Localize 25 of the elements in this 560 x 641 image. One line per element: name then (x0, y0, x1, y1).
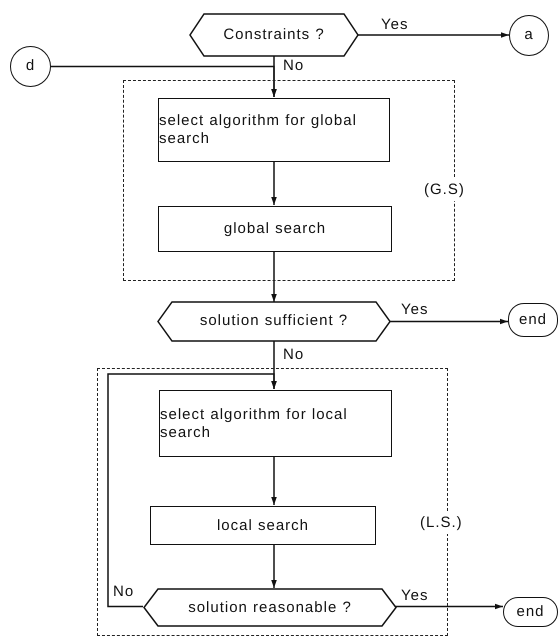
process-box (150, 506, 376, 545)
node-label: end (516, 602, 545, 622)
group-label: (G.S) (424, 179, 465, 201)
arrow (395, 604, 503, 610)
arrow (271, 544, 277, 588)
process-box (159, 390, 392, 457)
node-label: solution sufficient ? (200, 311, 348, 332)
node-label: Constraints ? (223, 24, 325, 45)
arrow (390, 318, 508, 324)
connector-circle (509, 15, 549, 56)
connector-circle (10, 46, 51, 87)
group-label: (L.S.) (420, 512, 463, 534)
arrow (358, 32, 509, 38)
node-label: end (518, 310, 548, 330)
arrow (51, 66, 277, 97)
arrow (271, 161, 277, 205)
terminal-box (508, 303, 558, 337)
arrow (107, 373, 277, 608)
arrow (271, 251, 277, 302)
arrow (271, 456, 277, 505)
node-label: d (26, 56, 36, 76)
terminal-box (503, 597, 558, 627)
process-box (158, 206, 392, 252)
node-label: a (524, 25, 534, 46)
process-box (158, 98, 390, 162)
